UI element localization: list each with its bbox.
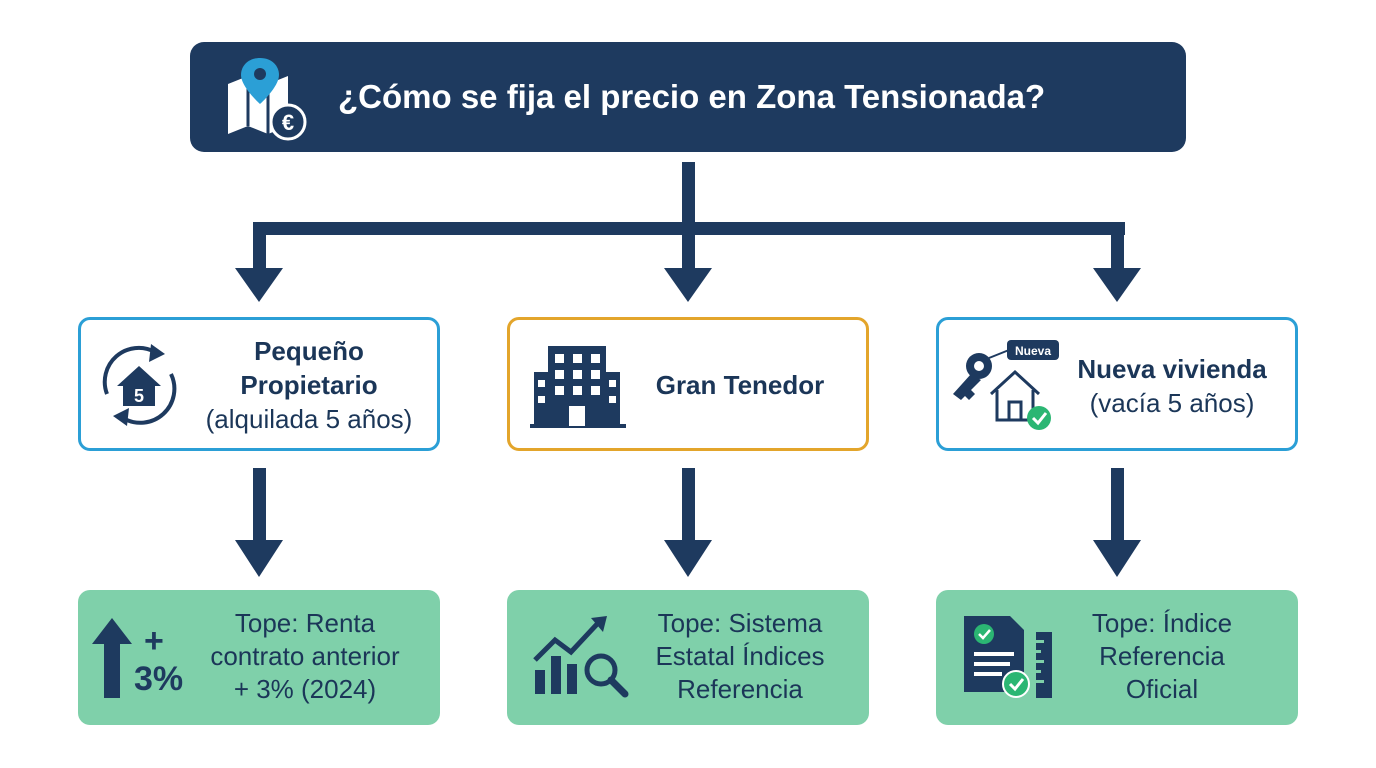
percent-badge: 3% [134, 660, 184, 698]
arrow-to-result-3 [1093, 540, 1141, 577]
trunk-line [682, 162, 695, 234]
arrow-to-result-2 [664, 540, 712, 577]
category-small-owner-label: Pequeño Propietario (alquilada 5 años) [205, 336, 413, 434]
plus-badge: + [144, 622, 164, 660]
category-small-owner: 5 Pequeño Propietario (alquilada 5 años) [78, 317, 440, 451]
result-large-holder: Tope: Sistema Estatal Índices Referencia [507, 590, 869, 725]
result-new-home-text: Tope: Índice Referencia Oficial [1091, 608, 1233, 704]
category-new-home-label: Nueva vivienda (vacía 5 años) [1077, 354, 1267, 418]
svg-text:€: € [282, 110, 294, 135]
category-new-home: Nueva Nueva vivienda (vacía 5 años) [936, 317, 1298, 451]
chart-magnifier-icon [533, 616, 629, 698]
key-house-check-icon: Nueva [953, 340, 1059, 430]
result-small-owner: + 3% Tope: Renta contrato anterior + 3% … [78, 590, 440, 725]
result-new-home: Tope: Índice Referencia Oficial [936, 590, 1298, 725]
page-title: ¿Cómo se fija el precio en Zona Tensiona… [338, 78, 1046, 115]
arrow-to-small-owner [235, 268, 283, 302]
map-pin-euro-icon: € [228, 58, 307, 141]
house-number: 5 [134, 386, 144, 406]
arrow-to-large-holder [664, 268, 712, 302]
header-banner: € ¿Cómo se fija el precio en Zona Tensio… [190, 42, 1186, 152]
house-cycle-icon: 5 [102, 344, 177, 426]
result-large-holder-text: Tope: Sistema Estatal Índices Referencia [655, 608, 825, 704]
arrow-to-result-1 [235, 540, 283, 577]
office-building-icon [530, 346, 626, 428]
document-ruler-check-icon [964, 616, 1052, 698]
svg-text:Nueva: Nueva [1015, 344, 1051, 358]
branch-right [1111, 222, 1124, 272]
new-tag [1007, 340, 1059, 360]
category-large-holder-label: Gran Tenedor [655, 370, 825, 400]
arrow-to-new-home [1093, 268, 1141, 302]
arrow-up-icon [92, 618, 132, 698]
result-small-owner-text: Tope: Renta contrato anterior + 3% (2024… [210, 608, 400, 704]
branch-left [253, 222, 266, 272]
category-large-holder: Gran Tenedor [507, 317, 869, 451]
